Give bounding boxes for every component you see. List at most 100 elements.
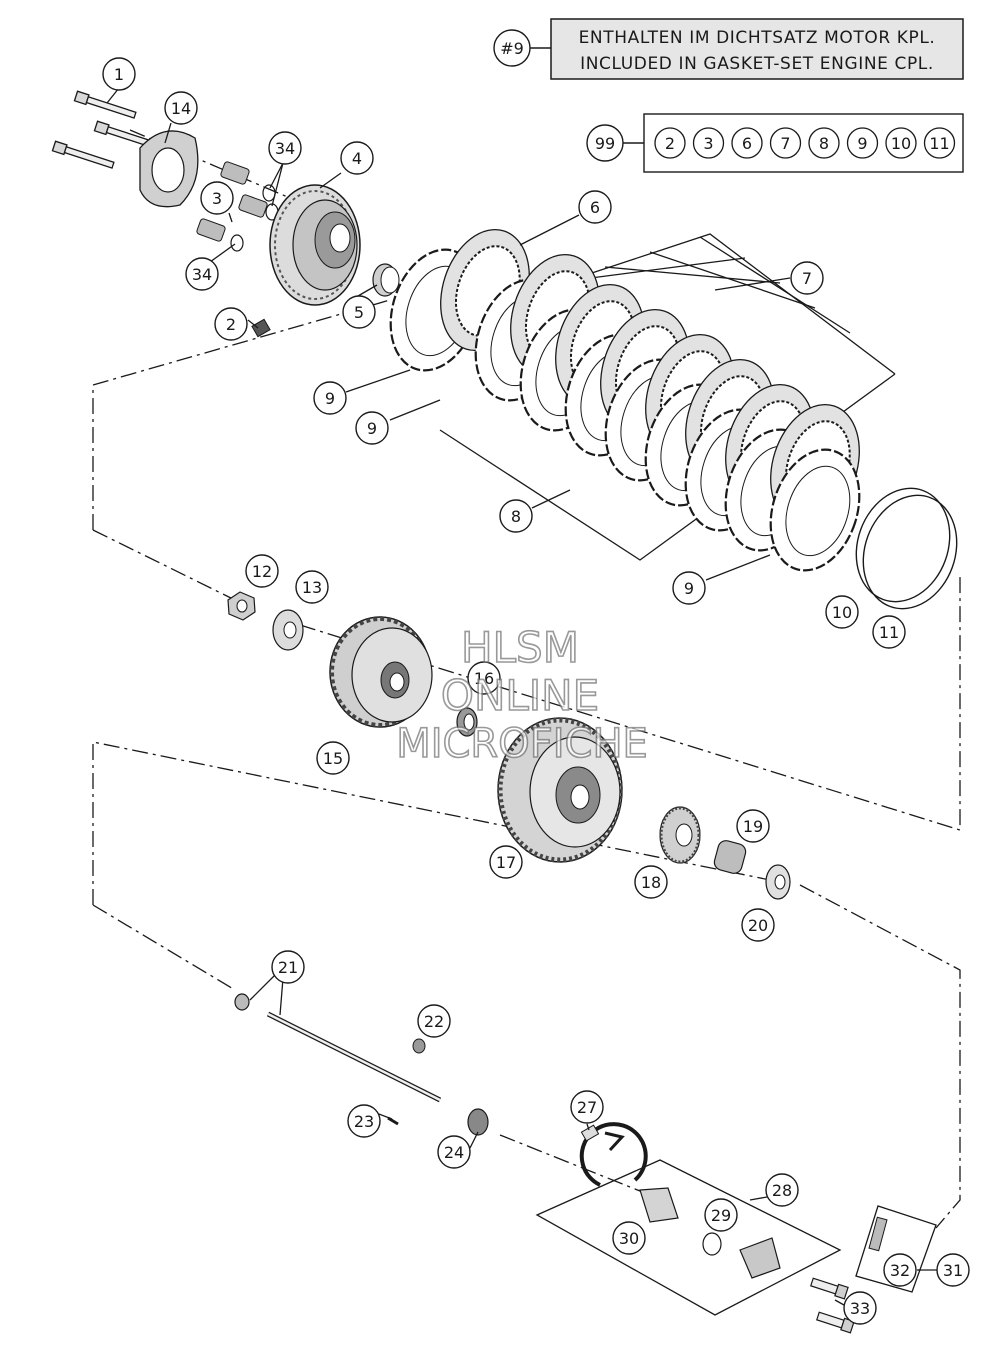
callout-12: 12 [245, 554, 279, 588]
callout-label: 13 [302, 578, 322, 597]
primary-gear [659, 806, 701, 864]
callout-label: 10 [832, 603, 852, 622]
callout-label: 28 [772, 1181, 792, 1200]
callout-label: 11 [879, 623, 899, 642]
kit-item-8: 8 [808, 127, 840, 159]
kit-item-2: 2 [654, 127, 686, 159]
callout-20: 20 [741, 908, 775, 942]
kit-item-label: 3 [703, 134, 713, 153]
callout-6: 6 [578, 190, 612, 224]
callout-label: 33 [850, 1299, 870, 1318]
friction-plate [769, 448, 861, 572]
inner-clutch-hub [329, 616, 433, 728]
kit-ref-label: 99 [595, 134, 615, 153]
clutch-springs [196, 161, 268, 242]
callout-9: 9 [355, 411, 389, 445]
slave-cylinder-frame [535, 1124, 842, 1316]
kit-item-label: 6 [742, 134, 752, 153]
small-pin-22 [412, 1038, 426, 1054]
callout-9: 9 [313, 381, 347, 415]
callout-33: 33 [843, 1291, 877, 1325]
set-screw [251, 318, 271, 338]
pressure-cap [269, 184, 361, 306]
callout-13: 13 [295, 570, 329, 604]
callout-label: 5 [354, 303, 364, 322]
callout-label: 19 [743, 817, 763, 836]
callout-1: 1 [102, 57, 136, 91]
callout-label: 21 [278, 958, 298, 977]
callout-label: 14 [171, 99, 191, 118]
watermark: HLSM ONLINE MICROFICHE [395, 622, 648, 768]
hub-washer [272, 609, 304, 651]
rotation-arrow [579, 1122, 648, 1187]
release-bearing [467, 1108, 489, 1136]
callout-label: 32 [890, 1261, 910, 1280]
outer-clutch-basket [497, 717, 623, 863]
callout-label: 9 [367, 419, 377, 438]
callout-9: 9 [672, 571, 706, 605]
callout-15: 15 [316, 741, 350, 775]
callout-label: 16 [474, 669, 494, 688]
kit-item-label: 7 [780, 134, 790, 153]
note-line-en: INCLUDED IN GASKET-SET ENGINE CPL. [580, 54, 934, 74]
callout-22: 22 [417, 1004, 451, 1038]
callout-31: 31 [936, 1253, 970, 1287]
callout-16: 16 [467, 661, 501, 695]
callout-label: 30 [619, 1229, 639, 1248]
gasket-set-note: ENTHALTEN IM DICHTSATZ MOTOR KPL. INCLUD… [493, 18, 964, 80]
o-rings [855, 487, 958, 610]
kit-99-group: 99 2 3 6 7 8 9 10 11 [586, 113, 964, 173]
thrust-washer [765, 864, 791, 900]
kit-item-label: 8 [819, 134, 829, 153]
kit-item-7: 7 [769, 127, 802, 159]
callout-label: 7 [802, 269, 812, 288]
callout-label: 8 [511, 507, 521, 526]
callout-label: 9 [684, 579, 694, 598]
callout-label: 2 [226, 315, 236, 334]
callout-24: 24 [437, 1135, 471, 1169]
callout-label: 9 [325, 389, 335, 408]
callout-14: 14 [164, 91, 198, 125]
spring-retainer-plate [139, 130, 199, 208]
callout-label: 34 [275, 139, 295, 158]
callout-8: 8 [499, 499, 533, 533]
watermark-line-3: MICROFICHE [396, 721, 648, 767]
kit-item-label: 9 [857, 134, 867, 153]
callout-5: 5 [342, 295, 376, 329]
note-line-de: ENTHALTEN IM DICHTSATZ MOTOR KPL. [579, 28, 936, 48]
callout-label: 34 [192, 265, 212, 284]
callout-label: 24 [444, 1143, 464, 1162]
kit-item-9: 9 [846, 127, 879, 159]
callout-18: 18 [634, 865, 668, 899]
push-rod [234, 993, 442, 1103]
note-ref-label: #9 [500, 39, 524, 58]
callout-27: 27 [570, 1090, 604, 1124]
callout-23: 23 [347, 1104, 381, 1138]
bleeder-kit-frame [855, 1205, 937, 1293]
clutch-plate-stack [389, 228, 861, 572]
callout-label: 29 [711, 1206, 731, 1225]
callout-4: 4 [340, 141, 374, 175]
callout-label: 4 [352, 149, 362, 168]
callout-29: 29 [704, 1198, 738, 1232]
callout-2: 2 [214, 307, 248, 341]
kit-item-10: 10 [885, 127, 917, 159]
leader-lines [106, 87, 937, 1306]
kit-item-label: 11 [929, 134, 949, 153]
callout-label: 31 [943, 1261, 963, 1280]
kit-item-label: 2 [665, 134, 675, 153]
kit-item-3: 3 [692, 127, 725, 159]
callout-bubbles: 1143443342567998912131615101117191820212… [102, 57, 970, 1325]
callout-label: 6 [590, 198, 600, 217]
callout-label: 23 [354, 1112, 374, 1131]
callout-11: 11 [872, 615, 906, 649]
bearing [372, 263, 400, 297]
callout-3: 3 [200, 181, 234, 215]
kit-item-label: 10 [891, 134, 911, 153]
callout-label: 22 [424, 1012, 444, 1031]
callout-label: 12 [252, 562, 272, 581]
small-pin-23 [387, 1116, 399, 1126]
callout-19: 19 [736, 809, 770, 843]
callout-10: 10 [825, 595, 859, 629]
callout-label: 18 [641, 873, 661, 892]
